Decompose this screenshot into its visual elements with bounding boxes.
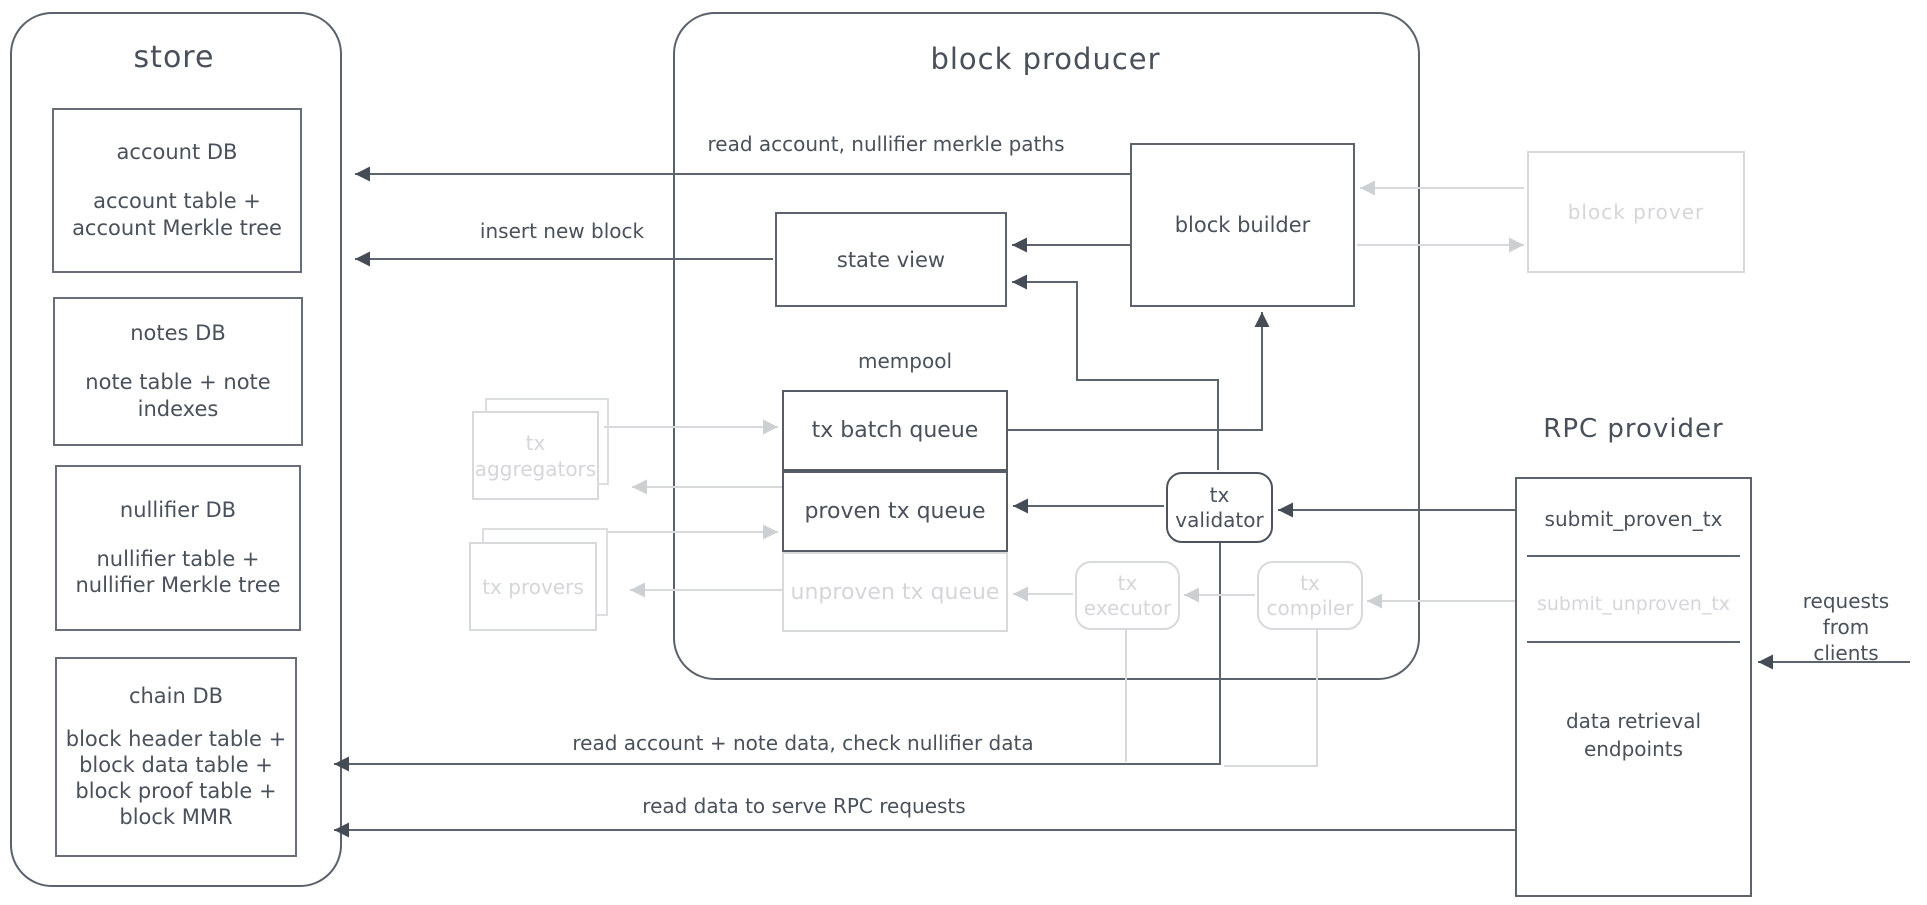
read-merkle-paths-label: read account, nullifier merkle paths: [707, 132, 1065, 156]
chain-db-title: chain DB: [128, 683, 224, 708]
store-container: [10, 12, 342, 887]
proven-tx-queue-label: proven tx queue: [804, 499, 986, 524]
tx-provers-label: tx provers: [482, 574, 584, 599]
block-builder-box: block builder: [1130, 143, 1355, 307]
tx-compiler-label: tx compiler: [1266, 570, 1354, 620]
nullifier-db-detail: nullifier table + nullifier Merkle tree: [75, 546, 281, 597]
block-prover-box: block prover: [1527, 151, 1745, 273]
mempool-label: mempool: [858, 349, 952, 373]
data-retrieval-endpoints-label: data retrieval endpoints: [1565, 709, 1702, 761]
chain-db-box: chain DB block header table + block data…: [55, 657, 297, 857]
block-prover-label: block prover: [1567, 200, 1705, 224]
account-db-detail: account table + account Merkle tree: [72, 189, 282, 240]
read-check-nullifier-label: read account + note data, check nullifie…: [572, 731, 1034, 755]
nullifier-db-box: nullifier DB nullifier table + nullifier…: [55, 465, 301, 631]
read-serve-rpc-label: read data to serve RPC requests: [642, 794, 966, 818]
notes-db-title: notes DB: [130, 321, 226, 346]
proven-tx-queue-box: proven tx queue: [782, 471, 1008, 552]
state-view-box: state view: [775, 212, 1007, 307]
block-builder-label: block builder: [1174, 213, 1311, 237]
rpc-provider-box: submit_proven_tx submit_unproven_tx data…: [1515, 477, 1752, 897]
account-db-box: account DB account table + account Merkl…: [52, 108, 302, 273]
rpc-provider-title: RPC provider: [1543, 414, 1724, 444]
block-producer-title: block producer: [930, 42, 1161, 76]
tx-validator-label: tx validator: [1175, 482, 1264, 532]
submit-proven-tx-label: submit_proven_tx: [1544, 507, 1723, 531]
tx-aggregators-label: tx aggregators: [474, 430, 597, 481]
tx-batch-queue-box: tx batch queue: [782, 390, 1008, 471]
unproven-tx-queue-label: unproven tx queue: [790, 579, 1000, 605]
tx-aggregators-box: tx aggregators: [472, 411, 599, 500]
tx-batch-queue-label: tx batch queue: [811, 418, 979, 443]
unproven-tx-queue-box: unproven tx queue: [782, 552, 1008, 632]
tx-compiler-box: tx compiler: [1257, 561, 1363, 630]
tx-validator-box: tx validator: [1166, 472, 1273, 543]
tx-executor-box: tx executor: [1075, 561, 1180, 630]
chain-db-detail: block header table + block data table + …: [65, 726, 287, 830]
submit-unproven-tx-label: submit_unproven_tx: [1536, 593, 1731, 615]
tx-executor-label: tx executor: [1083, 570, 1172, 620]
state-view-label: state view: [836, 247, 946, 272]
tx-provers-box: tx provers: [469, 542, 597, 631]
notes-db-box: notes DB note table + note indexes: [53, 297, 303, 446]
notes-db-detail: note table + note indexes: [85, 370, 271, 421]
nullifier-db-title: nullifier DB: [119, 497, 237, 522]
account-db-title: account DB: [116, 140, 238, 165]
insert-new-block-label: insert new block: [479, 219, 645, 243]
requests-from-clients-label: requests from clients: [1802, 589, 1890, 665]
store-title: store: [133, 40, 215, 75]
